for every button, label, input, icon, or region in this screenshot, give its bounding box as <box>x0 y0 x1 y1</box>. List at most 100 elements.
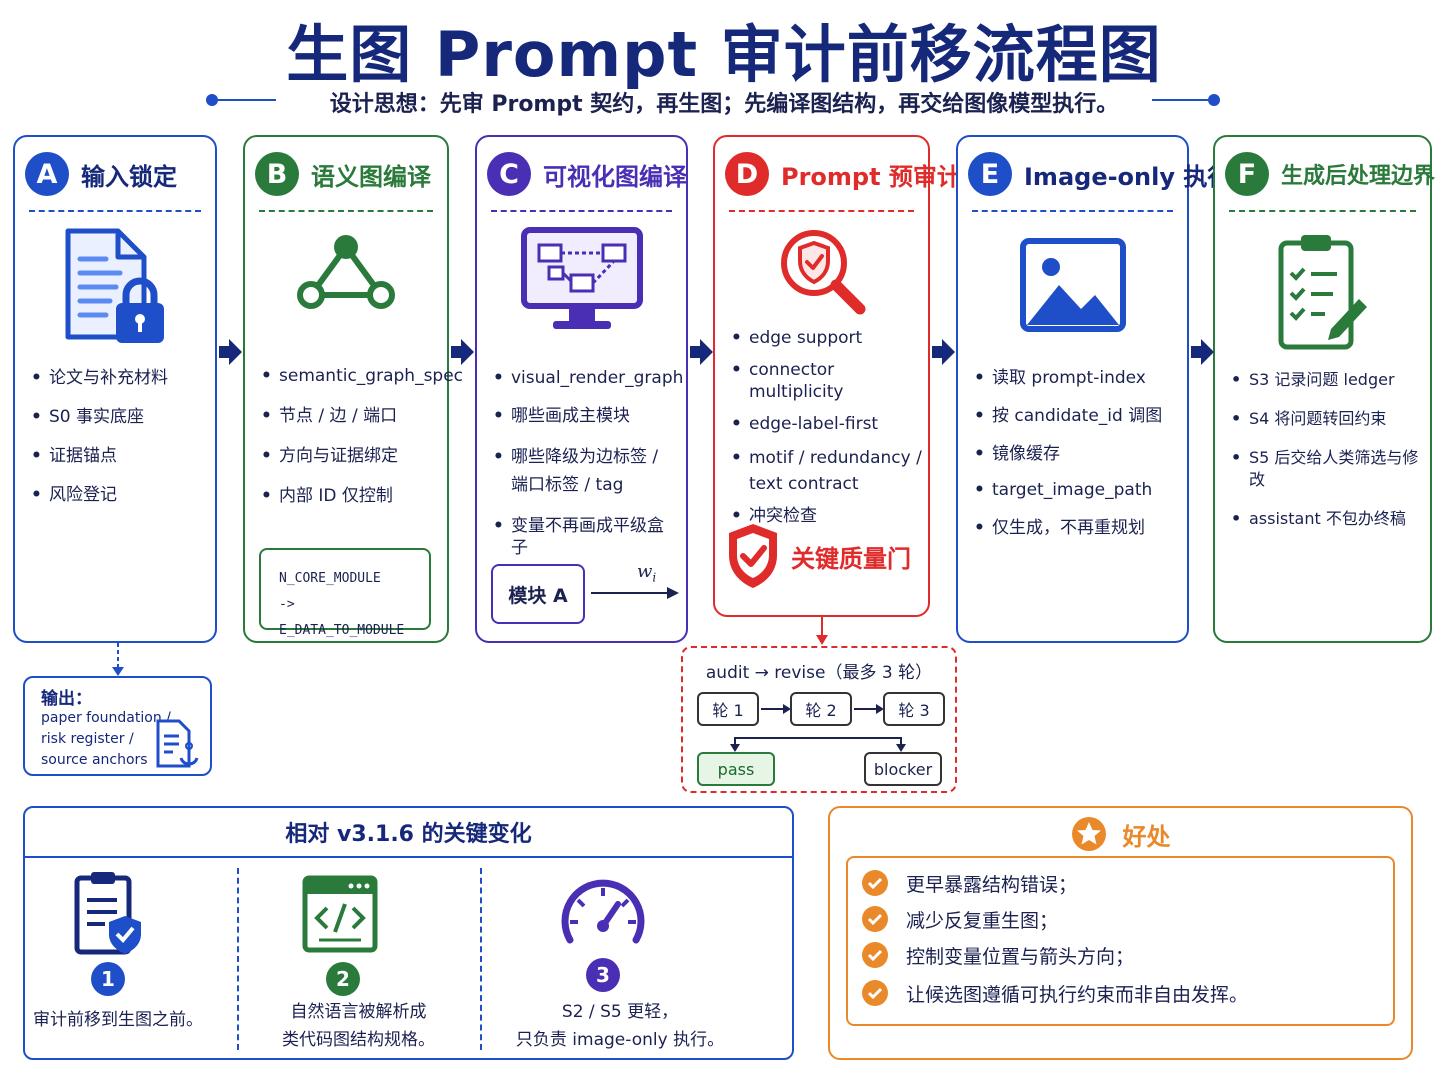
step-separator-e <box>972 210 1173 212</box>
benefit-item: 控制变量位置与箭头方向； <box>862 940 1134 970</box>
flow-arrow-d-e <box>932 339 955 365</box>
step-separator-d <box>729 210 914 212</box>
subtitle-left-dot <box>206 94 218 106</box>
check-icon <box>862 980 888 1006</box>
output-line: source anchors <box>41 752 148 768</box>
subtitle-right-line <box>1152 99 1212 101</box>
weight-label: wi <box>637 561 657 585</box>
clipboard-shield-icon <box>74 872 141 955</box>
step-title-f: 生成后处理边界 <box>1281 164 1436 189</box>
change-text: 自然语言被解析成 <box>290 1002 427 1022</box>
benefit-item: 减少反复重生图； <box>862 904 1058 934</box>
step-title-a: 输入锁定 <box>81 162 177 191</box>
step-badge-b: B <box>255 152 299 196</box>
output-box: 输出： paper foundation / risk register / s… <box>23 676 212 776</box>
step-separator-a <box>29 210 201 212</box>
gauge-icon <box>561 879 645 944</box>
step-d-item: motif / redundancy / text contract <box>729 445 922 497</box>
key-changes-panel: 相对 v3.1.6 的关键变化 1 审计前移到生图之前。 <box>23 806 794 1060</box>
step-f-item: S4 将问题转回约束 <box>1229 408 1424 430</box>
output-heading: 输出： <box>41 689 92 709</box>
step-b-item: semantic_graph_spec <box>259 365 463 387</box>
step-badge-f: F <box>1225 152 1269 196</box>
step-e-item: 仅生成，不再重规划 <box>972 517 1181 539</box>
subtitle-left-line <box>212 99 276 101</box>
step-f-item: S5 后交给人类筛选与修改 <box>1229 447 1424 491</box>
change-number: 2 <box>326 962 360 996</box>
step-d-item: 冲突检查 <box>729 505 922 527</box>
step-b-item: 内部 ID 仅控制 <box>259 485 441 507</box>
audit-round: 轮 1 <box>697 692 759 726</box>
step-separator-f <box>1229 210 1416 212</box>
output-connector <box>112 643 124 676</box>
audit-blocker: blocker <box>864 752 942 786</box>
step-e-item: target_image_path <box>972 479 1181 501</box>
step-title-c: 可视化图编译 <box>543 162 687 191</box>
code-line: N_CORE_MODULE <box>279 571 381 586</box>
image-icon <box>958 237 1187 367</box>
change-item-2: 2 自然语言被解析成 类代码图结构规格。 <box>237 860 480 1058</box>
step-f-item: S3 记录问题 ledger <box>1229 369 1424 391</box>
step-c-item: 哪些画成主模块 <box>491 405 680 427</box>
step-card-a: A 输入锁定 论文与补充材料 S0 事实底座 证据锚点 风险登记 <box>13 135 217 643</box>
document-lock-icon <box>15 225 215 355</box>
star-icon <box>1071 817 1106 851</box>
graph-triangle-icon <box>245 225 447 355</box>
flow-arrow-e-f <box>1191 339 1214 365</box>
audit-pass: pass <box>697 752 775 786</box>
step-card-f: F 生成后处理边界 S3 记录问题 ledger S4 将问题转回约束 S5 后… <box>1213 135 1436 643</box>
output-line: risk register / <box>41 731 134 747</box>
step-d-item: edge support <box>729 327 922 349</box>
audit-arrows <box>730 704 906 752</box>
key-changes-title: 相对 v3.1.6 的关键变化 <box>25 808 792 858</box>
change-item-1: 1 审计前移到生图之前。 <box>25 860 237 1058</box>
benefits-list: 更早暴露结构错误； 减少反复重生图； 控制变量位置与箭头方向； 让候选图遵循可执… <box>846 856 1395 1026</box>
quality-gate: 关键质量门 <box>725 521 911 591</box>
benefits-panel: 好处 更早暴露结构错误； 减少反复重生图； 控制变量位置与箭头方向； 让候选图遵… <box>828 806 1413 1060</box>
step-e-item: 按 candidate_id 调图 <box>972 405 1181 427</box>
check-icon <box>862 870 888 896</box>
monitor-diagram-icon <box>477 225 686 355</box>
step-separator-c <box>491 210 672 212</box>
document-anchor-icon <box>156 719 199 768</box>
step-c-item: 变量不再画成平级盒子 <box>491 515 680 559</box>
flow-arrow-b-c <box>451 339 474 365</box>
change-text: 类代码图结构规格。 <box>282 1030 435 1050</box>
step-d-item: edge-label-first <box>729 413 922 435</box>
subtitle-right-dot <box>1208 94 1220 106</box>
step-d-item: connector multiplicity <box>729 359 922 403</box>
audit-loop-box: audit → revise（最多 3 轮） 轮 1 轮 2 轮 3 pass … <box>681 646 957 793</box>
audit-title: audit → revise（最多 3 轮） <box>705 663 933 683</box>
step-b-item: 节点 / 边 / 端口 <box>259 405 441 427</box>
flow-arrow-c-d <box>690 339 713 365</box>
step-card-c: C 可视化图编译 visual_render_graph 哪些画成主模块 哪些降… <box>475 135 688 643</box>
page-subtitle: 设计思想：先审 Prompt 契约，再生图；先编译图结构，再交给图像模型执行。 <box>329 92 1119 117</box>
change-text: 只负责 image-only 执行。 <box>515 1030 725 1050</box>
benefit-item: 让候选图遵循可执行约束而非自由发挥。 <box>862 978 1248 1008</box>
step-a-item: 论文与补充材料 <box>29 367 209 389</box>
code-line: -> E_DATA_TO_MODULE <box>279 597 405 638</box>
step-b-item: 方向与证据绑定 <box>259 445 441 467</box>
step-a-item: 风险登记 <box>29 484 209 506</box>
flow-arrow-a-b <box>219 339 242 365</box>
module-box: 模块 A <box>491 564 585 624</box>
clipboard-checklist-icon <box>1215 229 1430 359</box>
page-title: 生图 Prompt 审计前移流程图 <box>286 18 1162 91</box>
change-text: S2 / S5 更轻， <box>561 1002 679 1022</box>
step-f-item: assistant 不包办终稿 <box>1229 508 1424 530</box>
step-badge-c: C <box>487 152 531 196</box>
step-badge-d: D <box>725 152 769 196</box>
step-card-e: E Image-only 执行 读取 prompt-index 按 candid… <box>956 135 1231 643</box>
step-separator-b <box>259 210 433 212</box>
quality-gate-label: 关键质量门 <box>791 544 911 573</box>
step-e-item: 读取 prompt-index <box>972 367 1181 389</box>
benefit-item: 更早暴露结构错误； <box>862 868 1077 898</box>
step-a-item: S0 事实底座 <box>29 406 209 428</box>
step-badge-e: E <box>968 152 1012 196</box>
step-badge-a: A <box>25 152 69 196</box>
shield-check-icon <box>729 524 777 588</box>
step-title-b: 语义图编译 <box>311 162 431 191</box>
weight-arrow <box>591 587 679 599</box>
step-e-item: 镜像缓存 <box>972 443 1181 465</box>
shield-magnifier-icon <box>715 223 928 319</box>
